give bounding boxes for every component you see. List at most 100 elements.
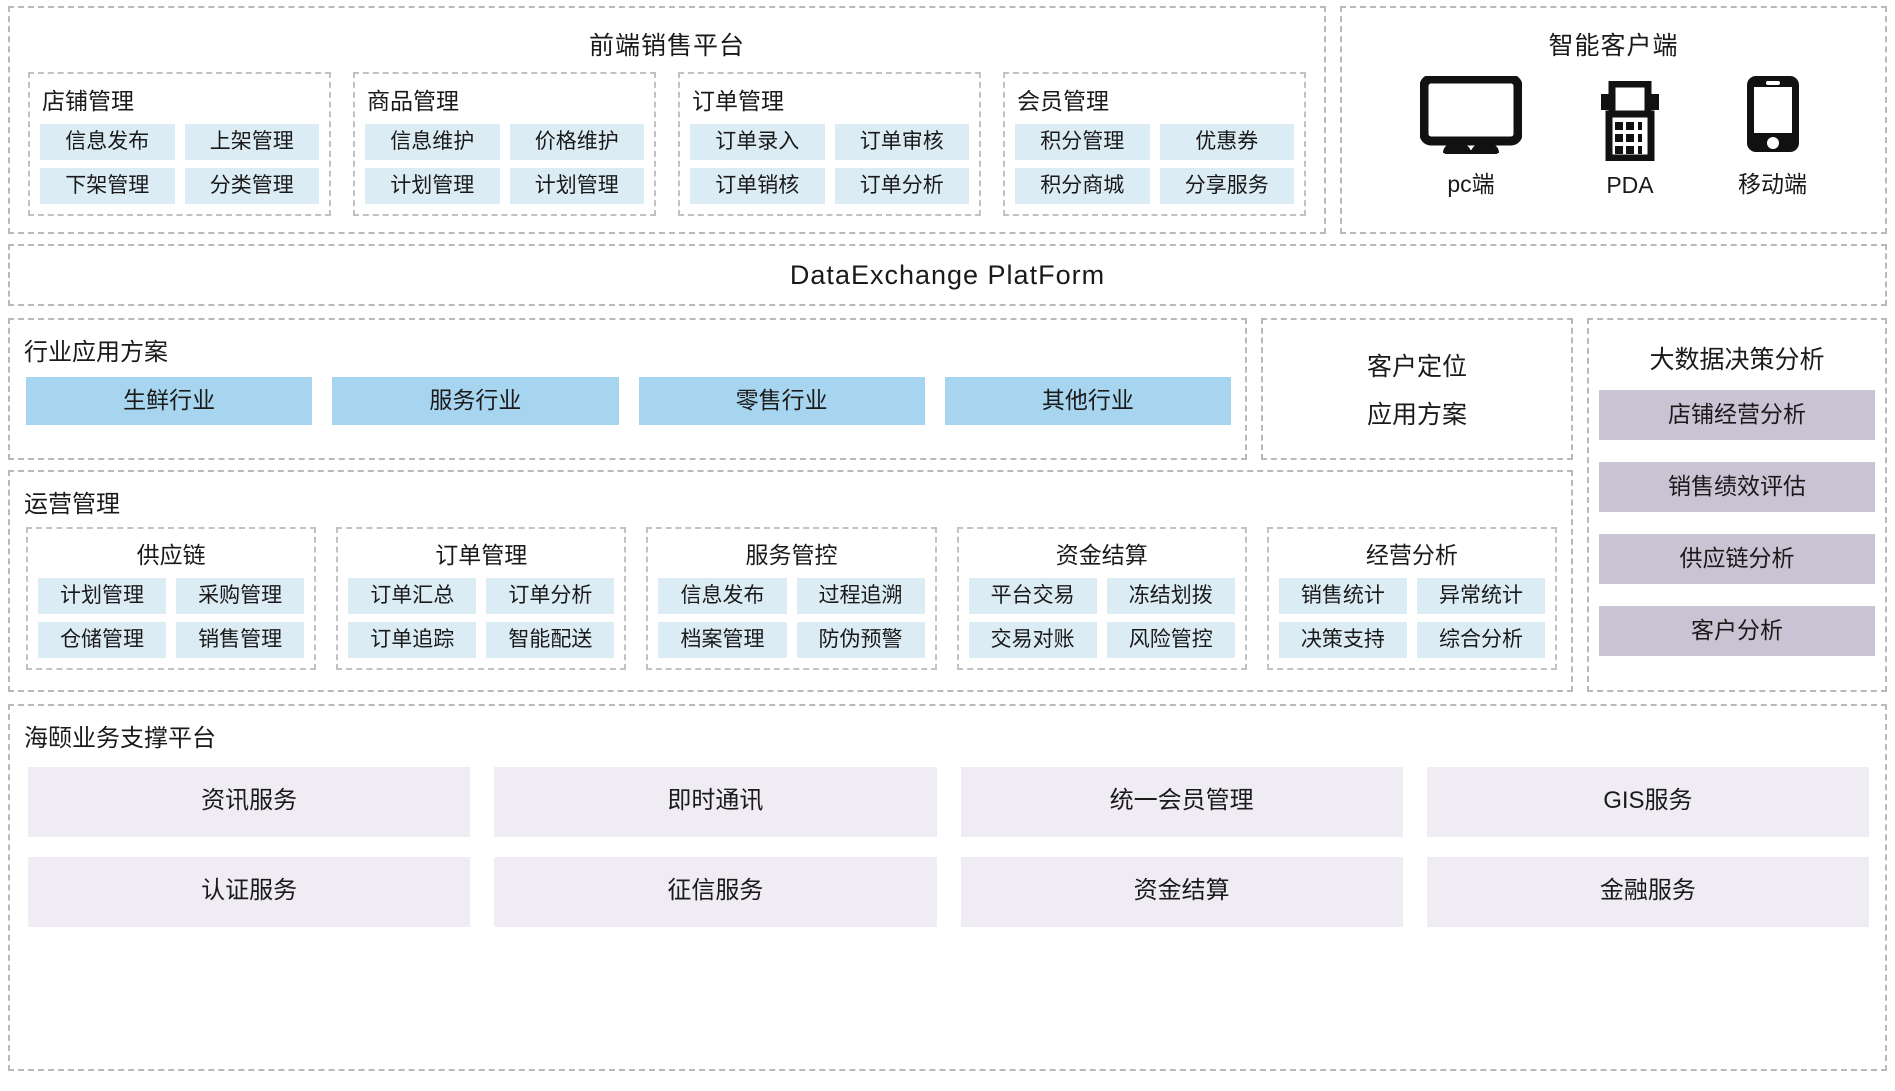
group-member-management[interactable]: 会员管理 积分管理 优惠券 积分商城 分享服务: [1003, 72, 1306, 216]
front-sales-platform-title: 前端销售平台: [588, 32, 745, 60]
chip-item[interactable]: 异常统计: [1416, 578, 1546, 614]
chip-item[interactable]: 决策支持: [1278, 622, 1407, 658]
chip-item[interactable]: 信息维护: [365, 124, 500, 160]
support-item[interactable]: 资讯服务: [28, 767, 471, 837]
chip-item[interactable]: 平台交易: [968, 578, 1097, 614]
chip-item[interactable]: 销售统计: [1278, 578, 1407, 614]
group-product-management[interactable]: 商品管理 信息维护 价格维护 计划管理 计划管理: [353, 72, 656, 216]
chip-item[interactable]: 信息发布: [658, 578, 787, 614]
support-item[interactable]: 资金结算: [960, 857, 1403, 927]
chip-item[interactable]: 过程追溯: [796, 578, 925, 614]
ops-group-business-analysis[interactable]: 经营分析 销售统计 异常统计 决策支持 综合分析: [1266, 527, 1558, 670]
support-item[interactable]: 认证服务: [28, 857, 471, 927]
support-item[interactable]: 即时通讯: [494, 767, 937, 837]
chip-item[interactable]: 分享服务: [1159, 168, 1294, 204]
support-item[interactable]: 征信服务: [494, 857, 937, 927]
client-device-label: pc端: [1447, 171, 1495, 197]
chip-item[interactable]: 交易对账: [968, 622, 1097, 658]
industry-chip[interactable]: 生鲜行业: [26, 377, 313, 425]
bigdata-title: 大数据决策分析: [1649, 346, 1825, 374]
industry-solutions-title: 行业应用方案: [24, 339, 168, 366]
chip-item[interactable]: 计划管理: [365, 168, 500, 204]
industry-chip[interactable]: 其他行业: [944, 377, 1231, 425]
bigdata-item[interactable]: 销售绩效评估: [1599, 462, 1875, 512]
mobile-phone-icon: [1743, 74, 1803, 159]
chip-item[interactable]: 积分管理: [1015, 124, 1150, 160]
bigdata-item[interactable]: 供应链分析: [1599, 534, 1875, 584]
ops-group-title: 服务管控: [745, 542, 838, 568]
chip-item[interactable]: 计划管理: [509, 168, 644, 204]
industry-solutions-panel: 行业应用方案 生鲜行业 服务行业 零售行业 其他行业: [8, 318, 1247, 460]
industry-chip[interactable]: 服务行业: [332, 377, 619, 425]
bigdata-decision-analysis-panel: 大数据决策分析 店铺经营分析 销售绩效评估 供应链分析 客户分析: [1587, 318, 1887, 692]
client-device-pda[interactable]: PDA: [1590, 80, 1670, 199]
chip-item[interactable]: 价格维护: [509, 124, 644, 160]
support-platform-title: 海颐业务支撑平台: [24, 725, 216, 752]
bigdata-item[interactable]: 客户分析: [1599, 606, 1875, 656]
front-platform-groups: 店铺管理 信息发布 上架管理 下架管理 分类管理 商品管理 信息维护 价格维护 …: [20, 72, 1314, 216]
chip-grid: 订单汇总 订单分析 订单追踪 智能配送: [348, 578, 615, 658]
chip-item[interactable]: 计划管理: [38, 578, 167, 614]
chip-item[interactable]: 分类管理: [184, 168, 319, 204]
customer-location-line-2: 应用方案: [1366, 401, 1467, 429]
support-item[interactable]: 统一会员管理: [960, 767, 1403, 837]
chip-item[interactable]: 档案管理: [658, 622, 787, 658]
data-exchange-platform-band: DataExchange PlatForm: [8, 244, 1887, 306]
chip-item[interactable]: 订单审核: [834, 124, 969, 160]
chip-item[interactable]: 智能配送: [486, 622, 615, 658]
chip-grid: 信息发布 过程追溯 档案管理 防伪预警: [658, 578, 925, 658]
chip-item[interactable]: 积分商城: [1015, 168, 1150, 204]
chip-item[interactable]: 订单分析: [486, 578, 615, 614]
chip-item[interactable]: 订单分析: [834, 168, 969, 204]
support-platform-panel: 海颐业务支撑平台 资讯服务 即时通讯 统一会员管理 GIS服务 认证服务 征信服…: [8, 704, 1887, 1071]
group-order-management[interactable]: 订单管理 订单录入 订单审核 订单销核 订单分析: [678, 72, 981, 216]
chip-item[interactable]: 防伪预警: [796, 622, 925, 658]
customer-location-line-1: 客户定位: [1366, 353, 1467, 381]
front-sales-platform-panel: 前端销售平台 店铺管理 信息发布 上架管理 下架管理 分类管理 商品管理 信息维…: [8, 6, 1326, 234]
chip-grid: 计划管理 采购管理 仓储管理 销售管理: [38, 578, 305, 658]
chip-item[interactable]: 订单销核: [690, 168, 825, 204]
group-title: 店铺管理: [42, 88, 134, 114]
chip-item[interactable]: 冻结划拨: [1106, 578, 1235, 614]
top-band: 前端销售平台 店铺管理 信息发布 上架管理 下架管理 分类管理 商品管理 信息维…: [8, 6, 1887, 234]
client-device-mobile[interactable]: 移动端: [1738, 74, 1807, 199]
chip-item[interactable]: 采购管理: [176, 578, 305, 614]
chip-grid: 信息发布 上架管理 下架管理 分类管理: [40, 124, 319, 204]
ops-group-order-management[interactable]: 订单管理 订单汇总 订单分析 订单追踪 智能配送: [336, 527, 627, 670]
chip-grid: 订单录入 订单审核 订单销核 订单分析: [690, 124, 969, 204]
ops-group-title: 资金结算: [1055, 542, 1148, 568]
middle-left-column: 行业应用方案 生鲜行业 服务行业 零售行业 其他行业 客户定位 应用方案 运营管…: [8, 318, 1573, 692]
chip-item[interactable]: 订单追踪: [348, 622, 477, 658]
chip-item[interactable]: 优惠券: [1159, 124, 1294, 160]
ops-group-fund-settlement[interactable]: 资金结算 平台交易 冻结划拨 交易对账 风险管控: [956, 527, 1247, 670]
data-exchange-title: DataExchange PlatForm: [789, 259, 1106, 290]
operations-management-panel: 运营管理 供应链 计划管理 采购管理 仓储管理 销售管理 订单管理: [8, 470, 1573, 692]
client-device-pc[interactable]: pc端: [1419, 74, 1523, 199]
chip-item[interactable]: 上架管理: [184, 124, 319, 160]
chip-item[interactable]: 综合分析: [1416, 622, 1546, 658]
group-title: 会员管理: [1017, 88, 1109, 114]
chip-item[interactable]: 下架管理: [40, 168, 175, 204]
operations-group-row: 供应链 计划管理 采购管理 仓储管理 销售管理 订单管理 订单汇总 订单分析: [22, 523, 1561, 670]
support-item[interactable]: GIS服务: [1426, 767, 1869, 837]
ops-group-title: 订单管理: [435, 542, 528, 568]
group-store-management[interactable]: 店铺管理 信息发布 上架管理 下架管理 分类管理: [28, 72, 331, 216]
chip-item[interactable]: 订单汇总: [348, 578, 477, 614]
operations-management-title: 运营管理: [24, 491, 120, 518]
chip-grid: 平台交易 冻结划拨 交易对账 风险管控: [968, 578, 1235, 658]
industry-chip[interactable]: 零售行业: [638, 377, 925, 425]
chip-grid: 积分管理 优惠券 积分商城 分享服务: [1015, 124, 1294, 204]
client-device-list: pc端: [1352, 72, 1875, 199]
bigdata-item[interactable]: 店铺经营分析: [1599, 390, 1875, 440]
support-item[interactable]: 金融服务: [1426, 857, 1869, 927]
chip-item[interactable]: 订单录入: [690, 124, 825, 160]
ops-group-title: 经营分析: [1365, 542, 1458, 568]
chip-item[interactable]: 销售管理: [176, 622, 305, 658]
ops-group-supply-chain[interactable]: 供应链 计划管理 采购管理 仓储管理 销售管理: [26, 527, 317, 670]
chip-item[interactable]: 仓储管理: [38, 622, 167, 658]
chip-item[interactable]: 信息发布: [40, 124, 175, 160]
group-title: 订单管理: [692, 88, 784, 114]
chip-item[interactable]: 风险管控: [1106, 622, 1235, 658]
ops-group-service-control[interactable]: 服务管控 信息发布 过程追溯 档案管理 防伪预警: [646, 527, 937, 670]
